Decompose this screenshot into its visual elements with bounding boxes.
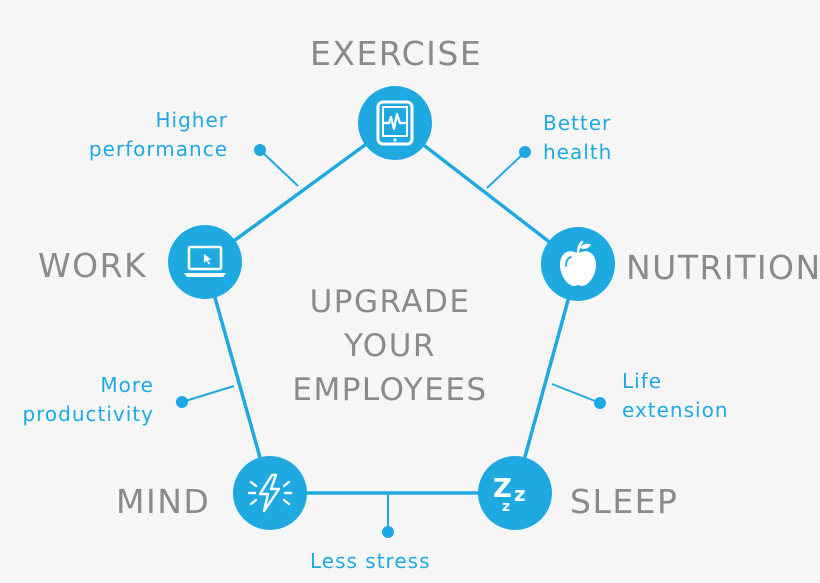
dot-life-extension (594, 397, 606, 409)
apple-icon (560, 240, 596, 286)
dot-less-stress (382, 526, 394, 538)
dot-more-productivity (176, 396, 188, 408)
center-title-line: EMPLOYEES (292, 372, 488, 408)
connector-better-health (486, 151, 526, 189)
benefit-life-extension: Life extension (622, 367, 729, 425)
center-title-line: UPGRADE (309, 284, 471, 320)
dot-better-health (519, 146, 531, 158)
laptop-icon (184, 245, 226, 277)
tablet-heartbeat-icon (376, 100, 414, 146)
benefit-line: More (100, 373, 154, 397)
center-title: UPGRADE YOUR EMPLOYEES (250, 280, 530, 412)
benefit-better-health: Better health (543, 109, 612, 167)
label-exercise: EXERCISE (310, 34, 483, 73)
benefit-line: health (543, 140, 613, 164)
connector-life-extension (551, 383, 601, 404)
label-nutrition: NUTRITION (626, 248, 820, 287)
node-exercise (358, 86, 432, 160)
benefit-line: Higher (155, 108, 228, 132)
edge-nutrition-sleep (513, 263, 580, 494)
label-mind: MIND (116, 482, 211, 521)
benefit-less-stress: Less stress (310, 547, 430, 576)
node-mind (233, 456, 307, 530)
connector-more-productivity (181, 385, 235, 403)
node-nutrition (541, 227, 615, 301)
benefit-line: Better (543, 111, 612, 135)
benefit-line: performance (88, 137, 228, 161)
label-sleep: SLEEP (570, 482, 679, 521)
svg-text:z: z (502, 499, 510, 513)
benefit-higher-performance: Higher performance (70, 106, 228, 164)
benefit-line: Less stress (310, 549, 431, 573)
benefit-line: extension (622, 398, 729, 422)
edge-mind-work (203, 261, 272, 494)
label-work: WORK (38, 246, 148, 285)
svg-text:z: z (514, 482, 526, 506)
center-title-line: YOUR (344, 328, 436, 364)
node-work (168, 225, 242, 299)
benefit-line: productivity (22, 402, 154, 426)
connector-higher-performance (259, 149, 299, 187)
node-sleep: Z z z (478, 456, 552, 530)
zzz-sleep-icon: Z z z (493, 474, 526, 513)
edge-exercise-nutrition (393, 121, 580, 266)
benefit-line: Life (622, 369, 663, 393)
edge-work-exercise (203, 121, 397, 264)
benefit-more-productivity: More productivity (10, 371, 154, 429)
dot-higher-performance (254, 144, 266, 156)
svg-text:Z: Z (493, 474, 512, 504)
lightning-bolt-icon (247, 473, 293, 513)
